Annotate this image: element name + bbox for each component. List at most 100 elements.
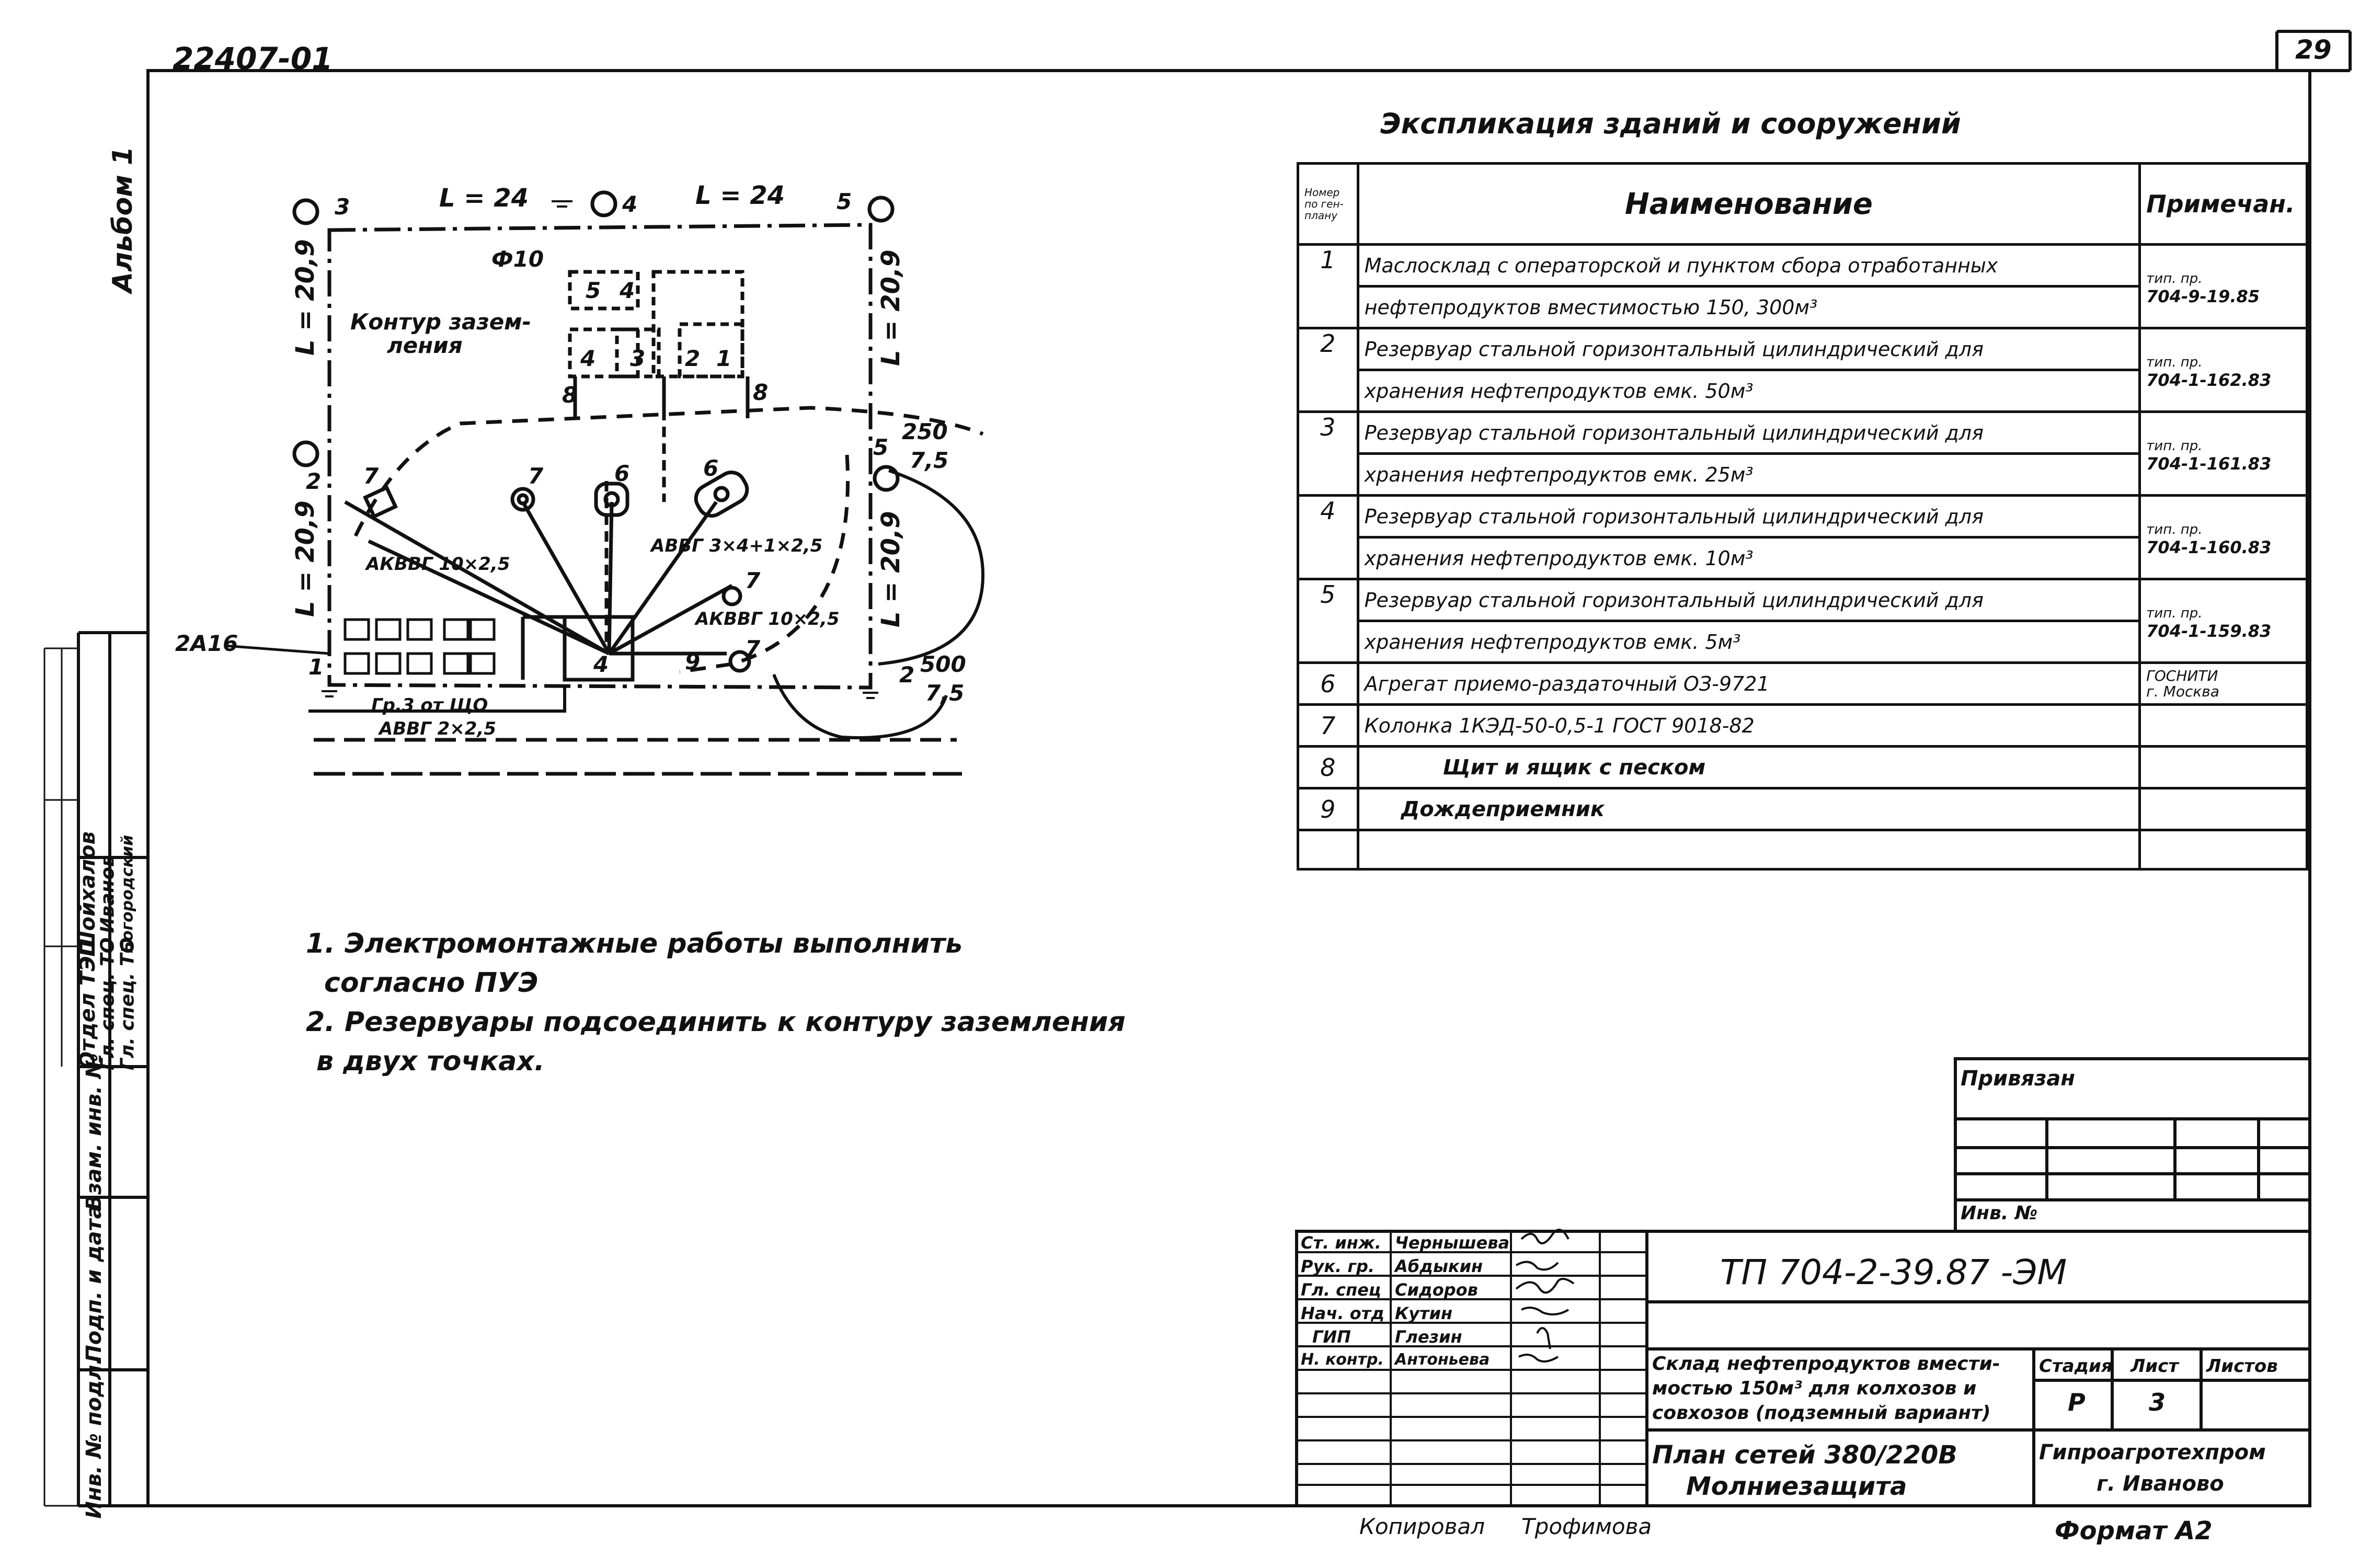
row-note: 704-1-161.83 — [2138, 453, 2308, 497]
role-name-4: Кутин — [1395, 1303, 1453, 1323]
pole-label-5: 5 — [837, 189, 852, 214]
cable-label-1: АКВВГ 10×2,5 — [364, 554, 510, 575]
pole-label-4: 4 — [622, 191, 637, 217]
row-num: 7 — [1297, 703, 1359, 748]
row-note — [2138, 745, 2308, 789]
cable-label-2: АВВГ 3×4+1×2,5 — [649, 535, 822, 556]
col-num: Номер по ген-плану — [1297, 162, 1359, 246]
row-num: 6 — [1297, 661, 1359, 706]
stage-value: Р — [2068, 1388, 2086, 1416]
row-num: 4 — [1297, 494, 1359, 580]
pole-label-3: 3 — [335, 194, 350, 220]
row-note: 704-1-160.83 — [2138, 537, 2308, 580]
row-name: хранения нефтепродуктов емк. 50м³ — [1356, 369, 2141, 413]
drawing-title-1: План сетей 380/220В — [1652, 1440, 1957, 1470]
tank-label-4b: 4 — [580, 346, 595, 371]
row-num: 8 — [1297, 745, 1359, 789]
row-name: Маслосклад с операторской и пунктом сбор… — [1356, 243, 2141, 288]
row-num: 9 — [1297, 787, 1359, 831]
page-number: 29 — [2295, 35, 2332, 65]
role-name-5: Глезин — [1395, 1327, 1462, 1347]
row-name: Колонка 1КЭД-50-0,5-1 ГОСТ 9018-82 — [1356, 703, 2141, 748]
doc-number: 22407-01 — [173, 41, 333, 76]
drawing-title-2: Молниезащита — [1686, 1472, 1907, 1501]
copied-by-label: Копировал — [1359, 1514, 1485, 1539]
table-row — [1297, 829, 2308, 871]
tank-label-5: 5 — [586, 278, 601, 303]
row-note: тип. пр. — [2138, 494, 2308, 537]
note-line-4: в двух точках. — [316, 1046, 545, 1077]
cable-label-4: АВВГ 2×2,5 — [377, 718, 496, 739]
sheet-label: Лист — [2131, 1356, 2179, 1377]
role-name-2: Абдыкин — [1395, 1256, 1483, 1276]
item-label-6b: 6 — [703, 455, 718, 481]
copied-by-name: Трофимова — [1521, 1514, 1652, 1539]
item-label-9: 9 — [685, 649, 700, 674]
contour-label-1: Контур зазем- — [350, 309, 531, 335]
item-label-7a: 7 — [363, 463, 379, 489]
row-note: тип. пр. — [2138, 578, 2308, 621]
row-num: 2 — [1297, 327, 1359, 413]
format-label: Формат А2 — [2055, 1516, 2213, 1546]
note-line-2: согласно ПУЭ — [324, 967, 539, 999]
frac-bottom-den: 7,5 — [925, 680, 964, 706]
row-name: Щит и ящик с песком — [1356, 745, 2141, 789]
role-5: ГИП — [1312, 1327, 1351, 1347]
frac-top-den: 7,5 — [910, 448, 948, 473]
row-note-2: г. Москва — [2146, 682, 2219, 700]
org-city: г. Иваново — [2097, 1472, 2224, 1496]
role-name-6: Антоньева — [1395, 1350, 1490, 1369]
role-name-1: Чернышева — [1395, 1233, 1510, 1253]
row-num: 1 — [1297, 243, 1359, 329]
project-title-1: Склад нефтепродуктов вмести- — [1652, 1353, 2000, 1375]
role-1: Ст. инж. — [1301, 1233, 1381, 1253]
item-label-7c: 7 — [745, 568, 761, 593]
row-num: 5 — [1297, 578, 1359, 664]
pole-label-5b: 5 — [873, 434, 888, 460]
item-label-7b: 7 — [528, 463, 544, 489]
row-name: хранения нефтепродуктов емк. 5м³ — [1356, 620, 2141, 664]
dia-label: Ф10 — [491, 246, 544, 272]
explication-title: Экспликация зданий и сооружений — [1380, 107, 1961, 140]
row-note: тип. пр. — [2138, 327, 2308, 370]
frac-bottom-num: 500 — [920, 651, 966, 677]
item-label-8b: 8 — [753, 380, 768, 405]
item-label-8a: 8 — [562, 382, 577, 408]
signatures — [1515, 1229, 1575, 1363]
pole-label-2b: 2 — [899, 662, 914, 688]
item-label-4: 4 — [593, 651, 609, 677]
inv-no-label: Инв. № — [1961, 1203, 2038, 1224]
row-name: хранения нефтепродуктов емк. 25м³ — [1356, 452, 2141, 497]
row-note: тип. пр. — [2138, 243, 2308, 287]
tank-label-2: 2 — [685, 346, 700, 371]
note-line-1: 1. Электромонтажные работы выполнить — [306, 928, 963, 959]
project-title-3: совхозов (подземный вариант) — [1652, 1402, 1991, 1424]
role-name-3: Сидоров — [1395, 1280, 1478, 1300]
len-top-left: L = 24 — [439, 184, 529, 213]
cable-label-3: АКВВГ 10×2,5 — [694, 609, 839, 630]
frac-top-num: 250 — [902, 419, 948, 444]
row-num — [1297, 829, 1359, 871]
row-name — [1356, 829, 2141, 871]
tank-label-4a: 4 — [619, 278, 635, 303]
doc-code: ТП 704-2-39.87 -ЭМ — [1720, 1252, 2067, 1292]
row-note: 704-9-19.85 — [2138, 286, 2308, 329]
role-6: Н. контр. — [1301, 1350, 1384, 1369]
len-left-top: L = 20,9 — [291, 239, 320, 356]
row-note-1: ГОСНИТИ — [2146, 667, 2218, 684]
feed-label: Гр.3 от ЩО — [371, 695, 488, 716]
